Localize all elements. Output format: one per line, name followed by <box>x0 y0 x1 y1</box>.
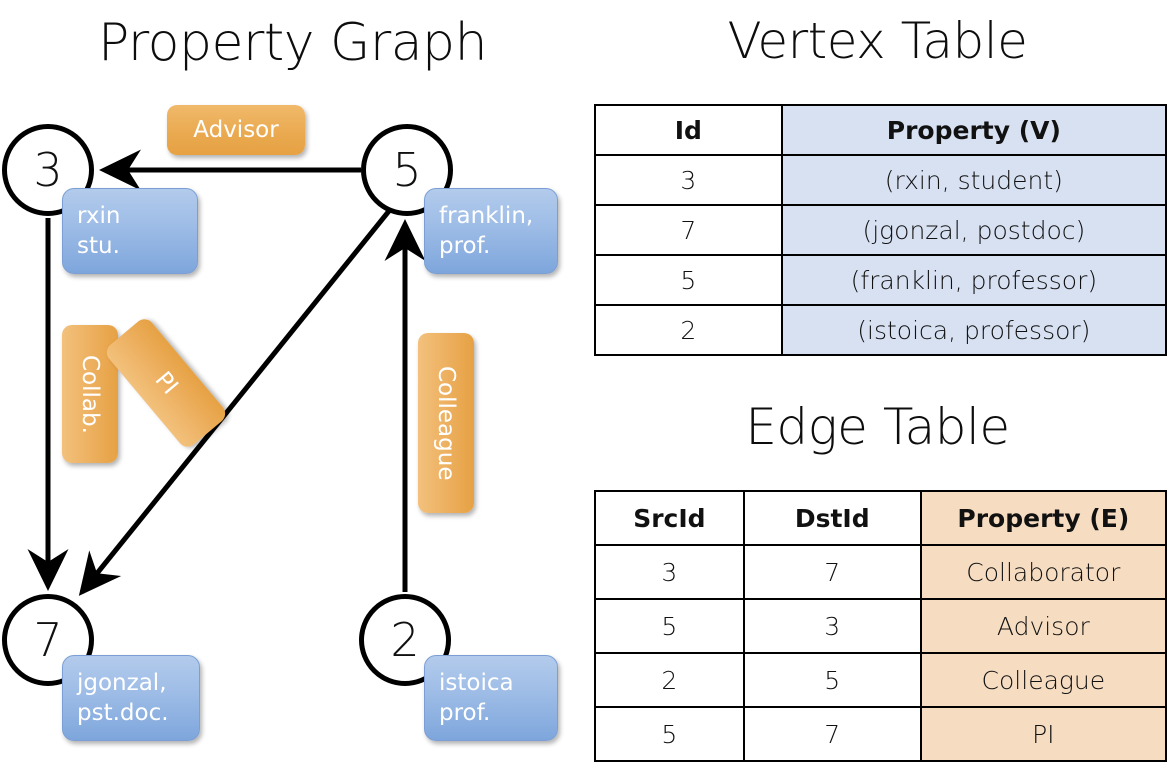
vertex-property-line-2: stu. <box>77 233 120 259</box>
column-header-id: Id <box>594 104 783 156</box>
table-row: 3 7 Collaborator <box>594 544 1168 600</box>
cell-srcid: 5 <box>594 598 745 654</box>
vertex-property-line-2: prof. <box>439 700 491 726</box>
cell-srcid: 3 <box>594 544 745 600</box>
edge-table: SrcId DstId Property (E) 3 7 Collaborato… <box>594 490 1168 762</box>
edge-label-pi-text: PI <box>149 366 183 400</box>
cell-property: PI <box>919 706 1168 762</box>
column-header-dstid: DstId <box>742 490 922 546</box>
vertex-property-line-1: istoica <box>439 670 514 696</box>
vertex-property-line-1: franklin, <box>439 203 534 229</box>
edge-label-collab: Collab. <box>62 325 118 463</box>
table-row: 2 (istoica, professor) <box>594 304 1168 356</box>
edge-arrow-pi <box>78 204 395 596</box>
graph-edges-svg <box>27 149 426 596</box>
table-header-row: SrcId DstId Property (E) <box>594 490 1168 546</box>
table-row: 7 (jgonzal, postdoc) <box>594 204 1168 256</box>
cell-property: (jgonzal, postdoc) <box>780 204 1168 256</box>
vertex-property-line-1: jgonzal, <box>77 670 167 696</box>
graph-node-5[interactable]: 5 <box>361 124 453 216</box>
cell-id: 5 <box>594 254 783 306</box>
cell-id: 2 <box>594 304 783 356</box>
page-title-property-graph: Property Graph <box>97 13 488 73</box>
cell-property: Advisor <box>919 598 1168 654</box>
page-title-edge-table: Edge Table <box>745 398 1010 456</box>
vertex-property-line-1: rxin <box>77 203 121 229</box>
table-row: 3 (rxin, student) <box>594 154 1168 206</box>
edge-label-collab-text: Collab. <box>77 354 103 434</box>
cell-srcid: 2 <box>594 652 745 708</box>
vertex-property-line-2: pst.doc. <box>77 700 169 726</box>
cell-dstid: 3 <box>742 598 922 654</box>
table-header-row: Id Property (V) <box>594 104 1168 156</box>
column-header-srcid: SrcId <box>594 490 745 546</box>
vertex-property-box-istoica: istoica prof. <box>424 655 558 741</box>
table-row: 5 3 Advisor <box>594 598 1168 654</box>
cell-property: (istoica, professor) <box>780 304 1168 356</box>
cell-property: (rxin, student) <box>780 154 1168 206</box>
graph-node-2[interactable]: 2 <box>359 594 451 686</box>
page-title-vertex-table: Vertex Table <box>727 12 1028 70</box>
cell-id: 7 <box>594 204 783 256</box>
cell-dstid: 5 <box>742 652 922 708</box>
table-row: 5 (franklin, professor) <box>594 254 1168 306</box>
column-header-property-v: Property (V) <box>780 104 1168 156</box>
vertex-property-box-jgonzal: jgonzal, pst.doc. <box>62 655 200 741</box>
edge-label-advisor: Advisor <box>167 105 305 155</box>
cell-srcid: 5 <box>594 706 745 762</box>
vertex-table: Id Property (V) 3 (rxin, student) 7 (jgo… <box>594 104 1168 356</box>
edge-label-colleague: Colleague <box>418 333 474 513</box>
cell-property: Collaborator <box>919 544 1168 600</box>
cell-id: 3 <box>594 154 783 206</box>
edge-label-colleague-text: Colleague <box>433 365 459 481</box>
cell-property: Colleague <box>919 652 1168 708</box>
vertex-property-box-rxin: rxin stu. <box>62 188 198 274</box>
vertex-property-box-franklin: franklin, prof. <box>424 188 558 274</box>
cell-property: (franklin, professor) <box>780 254 1168 306</box>
cell-dstid: 7 <box>742 706 922 762</box>
property-graph-panel: Property Graph 3 5 7 2 rxin stu. <box>0 0 585 760</box>
table-row: 2 5 Colleague <box>594 652 1168 708</box>
table-row: 5 7 PI <box>594 706 1168 762</box>
column-header-property-e: Property (E) <box>919 490 1168 546</box>
edge-label-advisor-text: Advisor <box>193 117 279 143</box>
cell-dstid: 7 <box>742 544 922 600</box>
vertex-property-line-2: prof. <box>439 233 491 259</box>
